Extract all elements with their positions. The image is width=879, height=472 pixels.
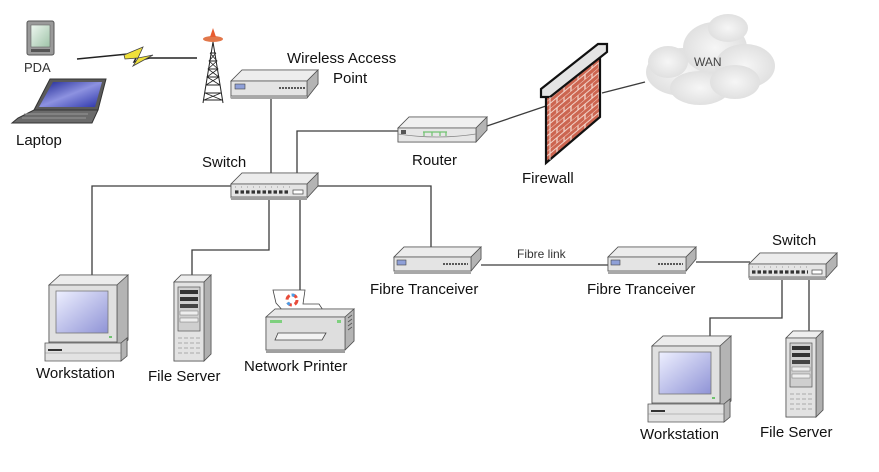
laptop-icon	[10, 78, 107, 124]
switch-icon	[748, 252, 838, 280]
wire-switch-router	[296, 130, 400, 177]
transceiver-icon	[607, 246, 697, 274]
cloud-icon	[646, 14, 775, 105]
connections	[91, 81, 810, 336]
wap-label-line1: Wireless Access	[287, 50, 396, 67]
printer-label: Network Printer	[244, 358, 347, 375]
firewall-icon	[539, 42, 609, 166]
file-server-2-node[interactable]: File Server	[760, 330, 833, 441]
switch-remote-node[interactable]: Switch	[748, 232, 838, 280]
file-server-2-label: File Server	[760, 424, 833, 441]
fibre-tx-2-node[interactable]: Fibre Tranceiver	[587, 246, 697, 298]
wire-router-firewall	[483, 105, 547, 128]
switch-remote-label: Switch	[772, 232, 816, 249]
router-icon	[397, 116, 488, 144]
switch-icon	[230, 172, 319, 200]
firewall-node[interactable]: Firewall	[522, 42, 609, 187]
printer-icon	[264, 289, 356, 353]
server-icon	[173, 274, 212, 362]
laptop-label: Laptop	[16, 132, 62, 149]
workstation-icon	[44, 274, 130, 362]
file-server-1-label: File Server	[148, 368, 221, 385]
transceiver-icon	[393, 246, 482, 274]
wap-node[interactable]: Wireless Access Point	[230, 50, 396, 100]
wire-switch-fileserver-1	[191, 199, 270, 276]
switch-main-node[interactable]: Switch	[202, 154, 319, 200]
wire-switch-fibre-tx-1	[318, 185, 432, 247]
wan-node[interactable]: WAN	[646, 14, 775, 105]
pda-icon	[26, 20, 55, 56]
switch-main-label: Switch	[202, 154, 246, 171]
fibre-link-label: Fibre link	[517, 247, 567, 261]
workstation-1-node[interactable]: Workstation	[36, 274, 130, 382]
wireless-link-icon	[76, 46, 197, 68]
server-icon	[785, 330, 824, 418]
fibre-tx-1-label: Fibre Tranceiver	[370, 281, 478, 298]
workstation-2-node[interactable]: Workstation	[640, 335, 733, 443]
pda-label: PDA	[24, 60, 51, 75]
workstation-2-label: Workstation	[640, 426, 719, 443]
fibre-tx-1-node[interactable]: Fibre Tranceiver	[370, 246, 482, 298]
printer-node[interactable]: Network Printer	[244, 289, 356, 375]
file-server-1-node[interactable]: File Server	[148, 274, 221, 385]
laptop-node[interactable]: Laptop	[10, 78, 107, 149]
wire-switch-workstation-2	[709, 279, 783, 336]
access-point-icon	[230, 69, 319, 100]
router-label: Router	[412, 152, 457, 169]
pda-node[interactable]: PDA	[24, 20, 55, 75]
wire-switch-workstation-1	[91, 185, 233, 275]
workstation-1-label: Workstation	[36, 365, 115, 382]
antenna-tower-icon	[202, 28, 224, 104]
wire-firewall-wan	[601, 81, 646, 94]
fibre-tx-2-label: Fibre Tranceiver	[587, 281, 695, 298]
wan-label: WAN	[694, 55, 722, 69]
router-node[interactable]: Router	[397, 116, 488, 169]
wap-label-line2: Point	[333, 70, 368, 87]
firewall-label: Firewall	[522, 170, 574, 187]
workstation-icon	[647, 335, 733, 423]
